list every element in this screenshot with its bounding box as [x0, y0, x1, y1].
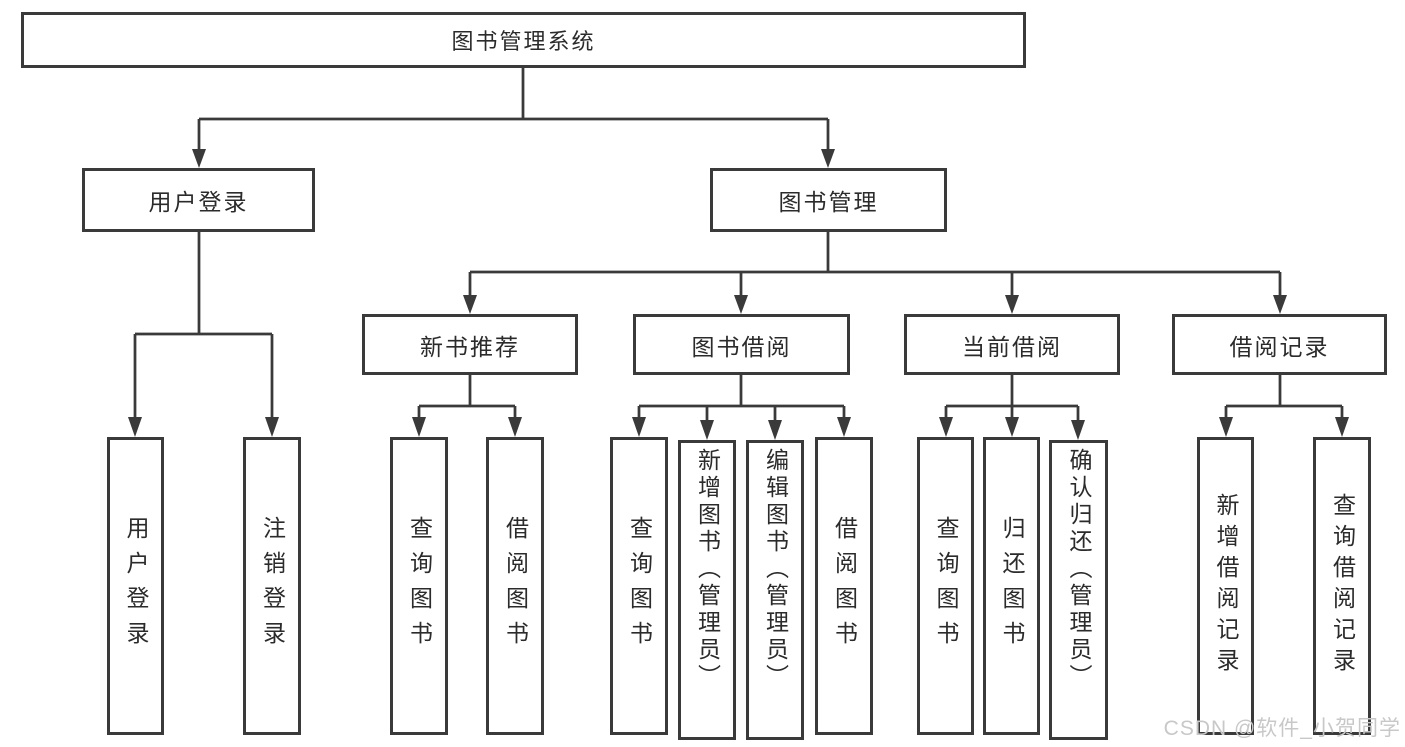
node-label: 图书管理系统: [451, 29, 596, 54]
leaf-label: 新增图书（管理员）: [694, 448, 721, 691]
leaf-label: 编辑图书（管理员）: [762, 448, 789, 691]
leaf-return-books: 归还图书: [983, 437, 1040, 735]
leaf-label: 查询借阅记录: [1329, 493, 1356, 679]
node-label: 新书推荐: [420, 333, 520, 360]
leaf-label: 查询图书: [626, 516, 653, 656]
leaf-borrow-books: 借阅图书: [815, 437, 873, 735]
leaf-user-login: 用户登录: [107, 437, 164, 735]
node-library-management-system: 图书管理系统: [21, 12, 1026, 68]
node-label: 借阅记录: [1229, 333, 1330, 360]
leaf-logout: 注销登录: [243, 437, 301, 735]
node-user-login-branch: 用户登录: [82, 168, 315, 232]
connector-current-borrow-leaves: [939, 375, 1085, 440]
node-new-book-recommend: 新书推荐: [362, 314, 578, 375]
node-label: 图书借阅: [691, 333, 792, 360]
node-label: 用户登录: [148, 189, 249, 215]
leaf-label: 查询图书: [933, 516, 959, 656]
leaf-label: 借阅图书: [831, 516, 858, 656]
leaf-query-books-current: 查询图书: [917, 437, 974, 735]
node-book-management-branch: 图书管理: [710, 168, 947, 232]
connector-borrow-records-leaves: [1219, 375, 1349, 437]
leaf-label: 确认归还（管理员）: [1066, 448, 1092, 691]
csdn-watermark: CSDN @软件_小贺同学: [1163, 717, 1401, 740]
connector-new-book-recommend-leaves: [412, 375, 522, 437]
connector-root-to-branches: [192, 68, 835, 168]
connector-user-login-to-leaves: [128, 232, 279, 437]
connector-book-management-to-level2: [463, 232, 1287, 314]
leaf-edit-books-admin: 编辑图书（管理员）: [746, 440, 804, 740]
node-book-borrow: 图书借阅: [633, 314, 850, 375]
leaf-label: 用户登录: [123, 516, 149, 656]
leaf-add-borrow-record: 新增借阅记录: [1197, 437, 1254, 735]
node-label: 当前借阅: [962, 333, 1062, 360]
node-borrow-records: 借阅记录: [1172, 314, 1387, 375]
node-current-borrow: 当前借阅: [904, 314, 1120, 375]
leaf-label: 新增借阅记录: [1213, 493, 1239, 679]
leaf-confirm-return-admin: 确认归还（管理员）: [1049, 440, 1108, 740]
leaf-borrow-books-recommend: 借阅图书: [486, 437, 544, 735]
leaf-add-books-admin: 新增图书（管理员）: [678, 440, 736, 740]
connector-book-borrow-leaves: [632, 375, 851, 440]
node-label: 图书管理: [778, 189, 879, 215]
leaf-label: 借阅图书: [502, 516, 529, 656]
leaf-label: 归还图书: [999, 516, 1025, 656]
leaf-query-books-borrow: 查询图书: [610, 437, 668, 735]
leaf-query-borrow-record: 查询借阅记录: [1313, 437, 1371, 735]
leaf-label: 注销登录: [259, 516, 286, 656]
leaf-label: 查询图书: [406, 516, 433, 656]
leaf-query-books-recommend: 查询图书: [390, 437, 448, 735]
